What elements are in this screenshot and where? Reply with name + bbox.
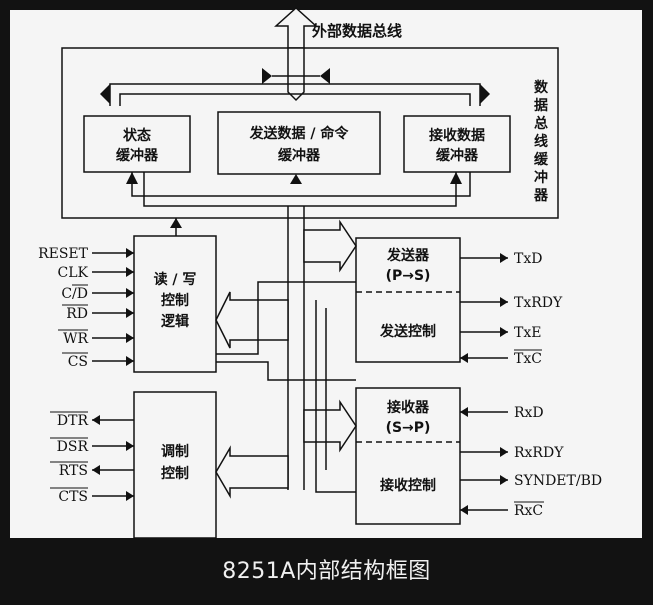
signal-txd: TxD	[514, 251, 542, 267]
transmitter-label: (P→S)	[386, 268, 431, 284]
signal-rxc: RxC	[514, 503, 543, 519]
rw-control-block	[133, 235, 217, 373]
rw-control-label: 逻辑	[161, 313, 189, 330]
receiver-label: 接收器	[387, 399, 430, 416]
modem-control-block	[133, 391, 217, 539]
rx-buffer-label: 接收数据	[429, 127, 485, 144]
signal-reset: RESET	[38, 246, 89, 262]
rx-data-buffer-block	[403, 115, 511, 173]
signal-txe: TxE	[514, 325, 541, 341]
tx-cmd-buffer-block	[217, 111, 381, 175]
status-buffer-block	[83, 115, 191, 173]
internal-bus-top	[287, 47, 305, 102]
upper-bus-line-inner	[119, 93, 471, 106]
outer-bus-loop	[61, 47, 559, 219]
transmitter-label: 发送器	[386, 247, 430, 264]
rw-control-label: 读 / 写	[154, 271, 197, 288]
signal-rxrdy: RxRDY	[514, 445, 564, 461]
external-bus-label: 外部数据总线	[311, 22, 402, 40]
status-buffer-label: 缓冲器	[116, 147, 159, 164]
transmitter-block	[355, 237, 461, 363]
signal-dsr: DSR	[57, 439, 89, 455]
modem-control-label: 控制	[161, 465, 189, 482]
signal-clk: CLK	[58, 265, 89, 281]
bus-buffer-char: 缓	[534, 151, 549, 168]
bus-buffer-char: 器	[533, 188, 549, 204]
signal-syndet-bd: SYNDET/BD	[514, 473, 602, 489]
figure-caption: 8251A内部结构框图	[222, 559, 431, 584]
tx-cmd-buffer-label: 发送数据 / 命令	[249, 125, 350, 142]
bus-buffer-label: 数 据 总 线 缓 冲 器	[533, 79, 549, 204]
rw-control-label: 控制	[161, 292, 189, 309]
external-bus-arrow	[274, 6, 318, 49]
signal-rxd: RxD	[514, 405, 544, 421]
status-buffer-label: 状态	[123, 127, 151, 144]
bus-buffer-char: 线	[534, 133, 548, 150]
receiver-label: (S→P)	[386, 420, 431, 436]
signal-txc: TxC	[514, 351, 542, 367]
transmit-control-label: 发送控制	[379, 323, 436, 340]
signal-wr: WR	[63, 331, 88, 347]
signal-dtr: DTR	[57, 413, 89, 429]
tx-cmd-buffer-label: 缓冲器	[278, 147, 321, 164]
signal-txrdy: TxRDY	[514, 295, 563, 311]
rx-buffer-label: 缓冲器	[436, 147, 479, 164]
bus-buffer-char: 数	[534, 79, 549, 96]
receive-control-label: 接收控制	[380, 477, 436, 494]
signal-cd: C/D	[61, 286, 88, 302]
signal-cts: CTS	[58, 489, 88, 505]
signal-rts: RTS	[59, 463, 88, 479]
signal-rd: RD	[66, 306, 88, 322]
bus-buffer-char: 冲	[534, 169, 548, 186]
modem-control-label: 调制	[161, 443, 189, 460]
bus-buffer-char: 据	[534, 97, 548, 114]
signal-cs: CS	[68, 354, 88, 370]
bus-buffer-char: 总	[534, 115, 548, 132]
receiver-block	[355, 387, 461, 525]
